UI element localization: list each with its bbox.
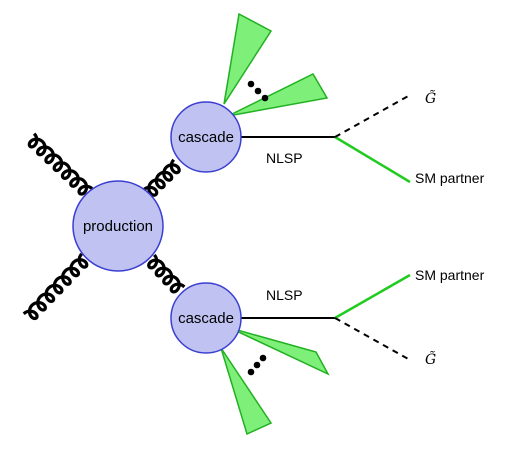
nlsp-label-bottom: NLSP: [266, 287, 303, 303]
gravitino-line-top: [334, 94, 411, 138]
sm-partner-line-top: [334, 135, 411, 184]
production-blob: [72, 180, 164, 272]
nlsp-label-top: NLSP: [266, 150, 303, 166]
gluon-line-production-to-bottom-cascade: [147, 253, 186, 294]
gluon-line-incoming-lower: [22, 252, 89, 321]
gluon-line-incoming-upper: [27, 132, 94, 196]
production-label: production: [83, 218, 153, 235]
ellipsis-dots-top: [247, 80, 269, 102]
gluon-line-production-to-top-cascade: [142, 158, 181, 197]
jet-cone-top-2: [227, 73, 329, 117]
cascade-label-top: cascade: [178, 129, 234, 146]
gravitino-label-top: G̃: [425, 89, 436, 107]
sm-partner-label-top: SM partner: [415, 170, 485, 186]
cascade-blob-bottom: [170, 282, 242, 354]
jet-cone-bottom-1: [229, 327, 330, 376]
ellipsis-dots-bottom: [247, 354, 267, 376]
jet-cone-top-1: [223, 12, 273, 105]
cascade-label-bottom: cascade: [178, 310, 234, 327]
sm-partner-line-bottom: [334, 273, 411, 320]
cascade-blob-top: [170, 101, 242, 173]
gravitino-line-bottom: [334, 317, 411, 361]
jet-cone-bottom-2: [220, 347, 273, 436]
sm-partner-label-bottom: SM partner: [415, 267, 485, 283]
gravitino-label-bottom: G̃: [425, 350, 436, 368]
